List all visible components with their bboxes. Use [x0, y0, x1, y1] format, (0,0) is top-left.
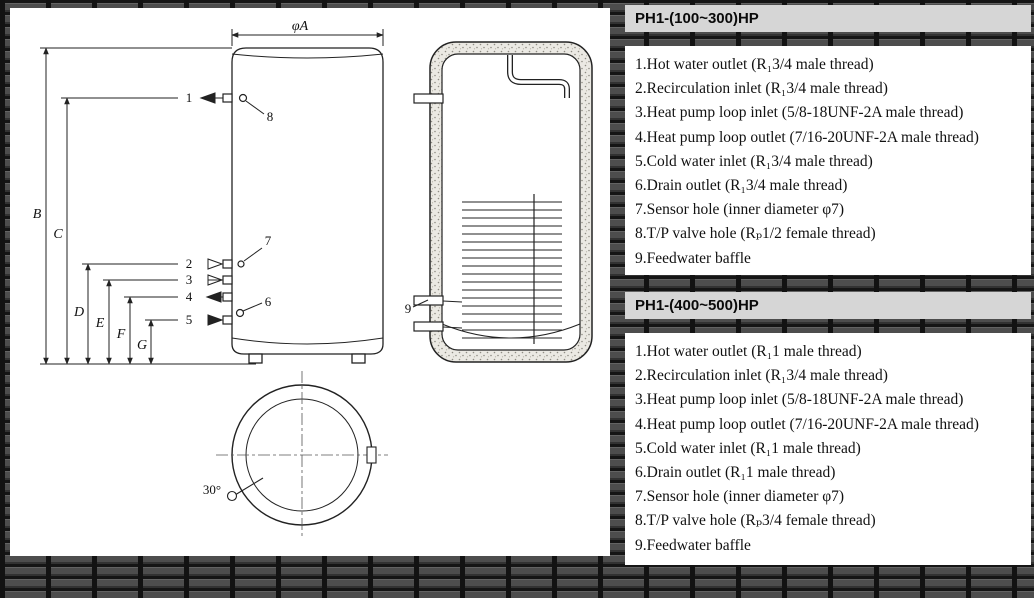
callout-1: 1: [186, 90, 193, 105]
spec-item: 6.Drain outlet (R₁3/4 male thread): [635, 177, 848, 195]
technical-drawing-panel: φA B C D E F G 1 2 3 4 5 6 7 8: [10, 8, 610, 556]
spec-item: 8.T/P valve hole (Rₚ3/4 female thread): [635, 512, 876, 530]
dim-label-E: E: [95, 316, 105, 331]
spec-item: 5.Cold water inlet (R₁3/4 male thread): [635, 152, 873, 170]
spec-item: 4.Heat pump loop outlet (7/16-20UNF-2A m…: [635, 128, 979, 146]
callout-6: 6: [265, 294, 272, 309]
spec-item: 5.Cold water inlet (R₁1 male thread): [635, 439, 861, 457]
spec-item: 1.Hot water outlet (R₁3/4 male thread): [635, 56, 874, 73]
angled-stub-fitting: [226, 490, 238, 502]
callout-7: 7: [265, 233, 272, 248]
spec-panel-1-title: PH1-(100~300)HP: [625, 5, 1031, 32]
leader-lines: [242, 100, 265, 312]
spec-item: 8.T/P valve hole (Rₚ1/2 female thread): [635, 225, 876, 243]
callout-2: 2: [186, 256, 193, 271]
arrow-out-1: [199, 92, 216, 104]
spec-panel-2-list: 1.Hot water outlet (R₁1 male thread) 2.R…: [625, 333, 1031, 565]
spec-item: 2.Recirculation inlet (R₁3/4 male thread…: [635, 80, 888, 98]
front-view: φA B C D E F G 1 2 3 4 5 6 7 8: [33, 19, 384, 365]
arrow-in-5: [207, 314, 224, 326]
spec-panel-2-title-text: PH1-(400~500)HP: [635, 297, 759, 314]
side-fitting: [366, 446, 377, 464]
angled-stub-line: [234, 477, 264, 496]
tank-foot-left: [248, 353, 263, 364]
sensor-hole: [237, 260, 245, 268]
drain-fitting: [235, 308, 245, 318]
tp-valve-hole: [238, 93, 248, 103]
callout-8: 8: [267, 109, 274, 124]
top-pipe-inner: [508, 55, 569, 98]
spec-panel-1-list: 1.Hot water outlet (R₁3/4 male thread) 2…: [625, 46, 1031, 275]
tank-diagram-svg: φA B C D E F G 1 2 3 4 5 6 7 8: [33, 19, 593, 539]
spec-item: 7.Sensor hole (inner diameter φ7): [635, 201, 845, 219]
flow-arrows: [199, 92, 224, 326]
callout-9: 9: [405, 301, 412, 316]
spec-item: 3.Heat pump loop inlet (5/8-18UNF-2A mal…: [635, 104, 964, 122]
callout-5: 5: [186, 312, 193, 327]
dim-label-G: G: [137, 338, 147, 353]
spec-item: 7.Sensor hole (inner diameter φ7): [635, 488, 845, 506]
callout-9-leader: [412, 299, 429, 308]
spec-item: 3.Heat pump loop inlet (5/8-18UNF-2A mal…: [635, 391, 964, 409]
tank-bottom-seam: [231, 337, 384, 345]
spec-item: 4.Heat pump loop outlet (7/16-20UNF-2A m…: [635, 415, 979, 433]
arrow-out-4: [205, 291, 222, 303]
bottom-view: 30°: [203, 371, 388, 539]
tank-ports: [222, 93, 248, 325]
angle-label: 30°: [203, 482, 221, 497]
dim-label-B: B: [33, 207, 42, 222]
dim-label-C: C: [53, 227, 63, 242]
arrow-in-2: [207, 258, 224, 270]
tank-top-seam: [231, 53, 384, 59]
coil-heat-exchanger: [462, 201, 562, 339]
callout-4: 4: [186, 289, 193, 304]
spec-panel-2-title: PH1-(400~500)HP: [625, 292, 1031, 319]
spec-panel-1-title-text: PH1-(100~300)HP: [635, 10, 759, 27]
centerlines: [216, 371, 388, 539]
dim-label-F: F: [116, 327, 126, 342]
spec-item: 9.Feedwater baffle: [635, 536, 751, 554]
side-view-stubs: [413, 93, 444, 332]
spec-item: 9.Feedwater baffle: [635, 249, 751, 267]
dimension-lines: [40, 29, 384, 365]
side-section-view: 9: [405, 41, 593, 363]
spec-item: 6.Drain outlet (R₁1 male thread): [635, 464, 836, 482]
spec-item: 2.Recirculation inlet (R₁3/4 male thread…: [635, 367, 888, 385]
dim-label-phiA: φA: [292, 19, 309, 34]
tank-foot-right: [351, 353, 366, 364]
spec-item: 1.Hot water outlet (R₁1 male thread): [635, 343, 862, 360]
tank-outline: [231, 47, 384, 355]
dim-label-D: D: [73, 305, 84, 320]
coil-connectors: [442, 300, 463, 329]
callout-3: 3: [186, 272, 193, 287]
